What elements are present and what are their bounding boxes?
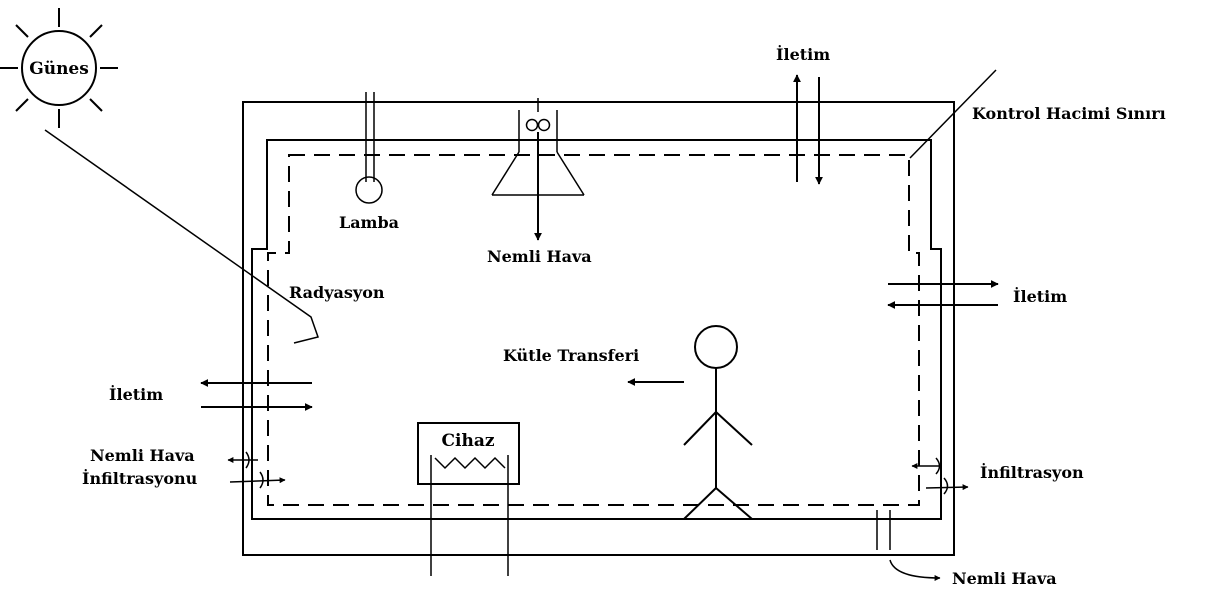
boundary-pointer [909,69,997,159]
device-label: Cihaz [441,431,494,451]
control-volume-boundary [267,154,920,506]
control-volume-boundary-label: Kontrol Hacimi Sınırı [972,104,1166,123]
floor-drain-icon [876,510,891,550]
vent-fan-icon [491,98,585,196]
mass-transfer-label: Kütle Transferi [503,346,639,365]
sun-label: Günes [29,59,89,79]
moist-air-bottom-label: Nemli Hava [952,569,1057,588]
radiation-label: Radyasyon [289,283,385,302]
conduction-left-label: İletim [109,384,163,404]
moist-air-infiltration-line2: İnfiltrasyonu [82,468,198,488]
lamp-icon [355,92,383,204]
lamp-label: Lamba [339,213,399,232]
conduction-top-label: İletim [776,44,830,64]
infiltration-right-label: İnfiltrasyon [980,462,1084,482]
moist-air-bottom-arrow [889,559,941,581]
device-icon [417,422,520,576]
moist-air-infiltration-line1: Nemli Hava [90,446,195,465]
infiltration-right-crack-icon [935,457,949,495]
person-icon [683,325,753,520]
infiltration-left-crack-icon [245,451,264,489]
conduction-right-label: İletim [1013,286,1067,306]
infiltration-left-in-arrow [229,477,286,484]
radiation-ray [44,129,319,344]
moist-air-top-label: Nemli Hava [487,247,592,266]
building-walls [242,101,955,556]
sun-icon [0,8,118,128]
